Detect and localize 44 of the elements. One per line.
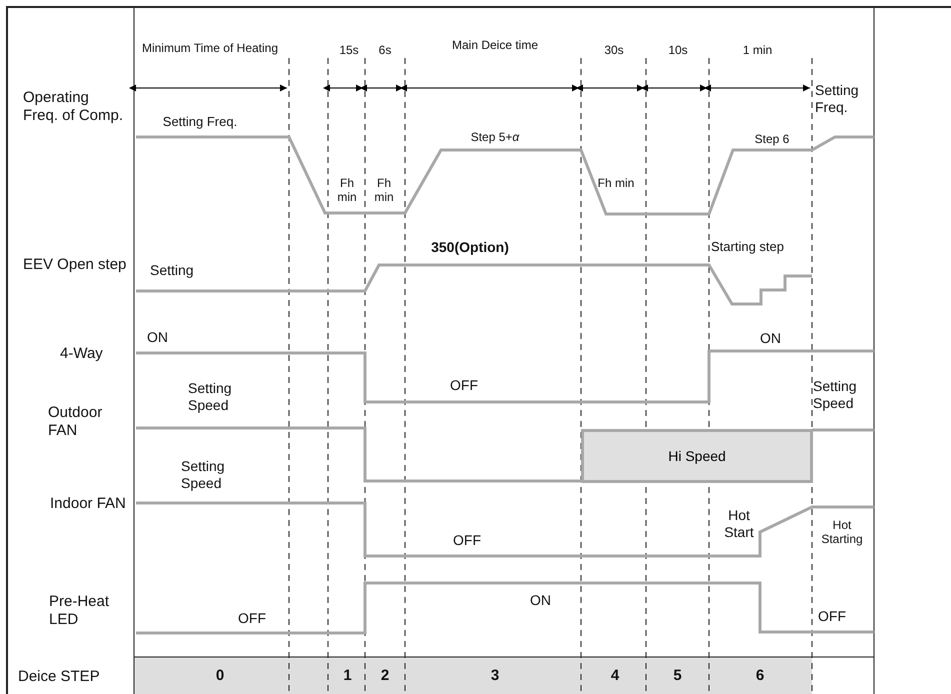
step-number: 5 — [672, 667, 683, 685]
duration-label: 10s — [667, 43, 689, 58]
signal-label: Hot Starting — [820, 518, 864, 547]
row-label: Indoor FAN — [50, 495, 127, 513]
signal-label: Fh min — [373, 176, 395, 205]
signal-label: ON — [147, 329, 169, 346]
signal-label: Setting Speed — [181, 458, 226, 492]
signal-label: Setting Speed — [188, 380, 233, 414]
signal-label: Setting — [150, 262, 195, 279]
signal-label: 350(Option) — [430, 239, 510, 256]
signal-label: OFF — [453, 532, 482, 549]
duration-label: 6s — [378, 43, 392, 58]
row-label: Outdoor FAN — [48, 404, 104, 440]
signal-label: Setting Freq. — [815, 82, 860, 116]
signal-label: Setting Speed — [813, 378, 858, 412]
duration-label: 1 min — [742, 43, 774, 58]
step-number: 3 — [490, 667, 500, 685]
row-label: Deice STEP — [18, 668, 101, 686]
row-label: Operating Freq. of Comp. — [23, 89, 124, 125]
row-label: 4-Way — [60, 345, 104, 363]
signal-label: Fh min — [336, 176, 358, 205]
signal-label: Step 5+α — [470, 130, 520, 144]
signal-label: Starting step — [711, 239, 785, 255]
step-number: 0 — [214, 667, 226, 685]
row-label: EEV Open step — [23, 256, 128, 274]
duration-label: Main Deice time — [450, 38, 540, 52]
hi-speed-block: Hi Speed — [581, 429, 813, 483]
signal-label: ON — [760, 330, 782, 347]
signal-label: ON — [530, 592, 552, 609]
signal-label: Setting Freq. — [162, 114, 238, 130]
step-number: 6 — [754, 667, 766, 685]
row-label: Pre-Heat LED — [49, 593, 110, 629]
duration-label: 15s — [338, 43, 360, 58]
signal-label: OFF — [450, 377, 479, 394]
signal-label: Hot Start — [723, 507, 755, 541]
step-number: 2 — [380, 667, 390, 685]
step-number: 4 — [610, 667, 620, 685]
signal-label: Fh min — [596, 176, 636, 190]
signal-label: OFF — [238, 610, 267, 627]
duration-label: Minimum Time of Heating — [140, 41, 280, 56]
signal-label: Step 6 — [754, 132, 790, 146]
duration-label: 30s — [603, 43, 625, 58]
step-number: 1 — [342, 667, 353, 685]
signal-label: OFF — [818, 608, 847, 625]
